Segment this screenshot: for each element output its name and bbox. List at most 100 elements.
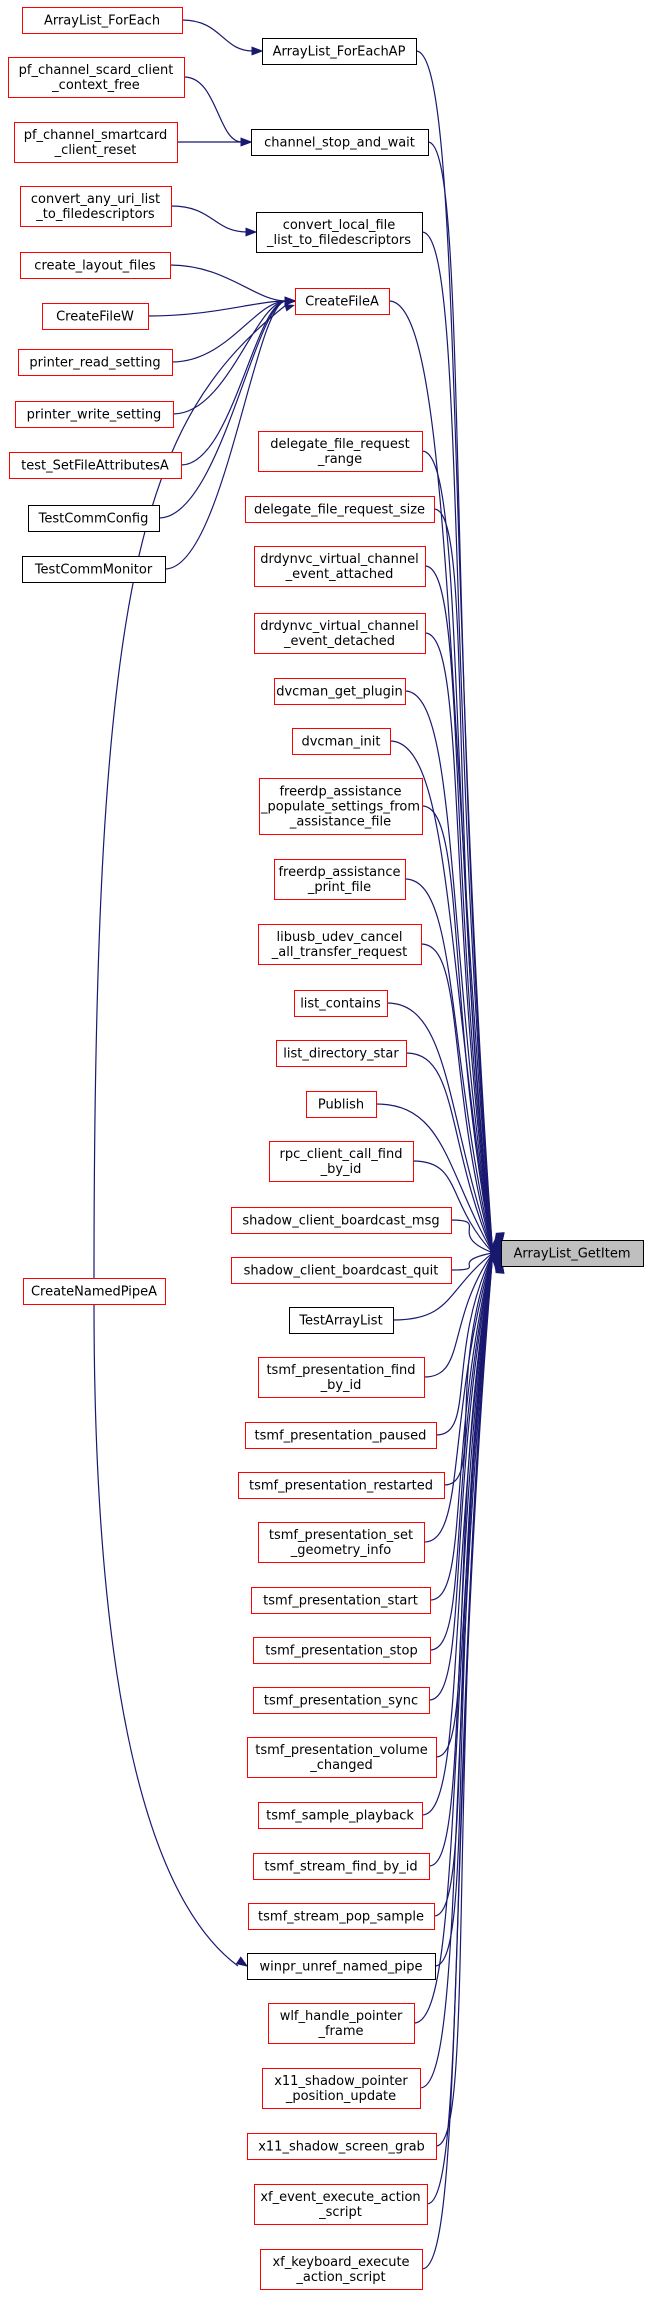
node-shadow-client-boardcast-msg[interactable]: shadow_client_boardcast_msg bbox=[231, 1207, 452, 1234]
node-box bbox=[8, 57, 185, 98]
node-tsmf-presentation-paused[interactable]: tsmf_presentation_paused bbox=[245, 1422, 437, 1449]
node-label: libusb_udev_cancel bbox=[276, 930, 402, 945]
node-printer-write-setting[interactable]: printer_write_setting bbox=[15, 401, 174, 428]
node-box bbox=[248, 1903, 435, 1930]
node-tsmf-presentation-set-geometry-info[interactable]: tsmf_presentation_set_geometry_info bbox=[258, 1522, 425, 1563]
node-label: tsmf_presentation_find bbox=[266, 1363, 415, 1378]
node-delegate-file-request-range[interactable]: delegate_file_request_range bbox=[258, 431, 423, 472]
node-test-setfileattributesa[interactable]: test_SetFileAttributesA bbox=[9, 452, 182, 479]
node-tsmf-presentation-start[interactable]: tsmf_presentation_start bbox=[251, 1587, 431, 1614]
node-xf-keyboard-execute-action-script[interactable]: xf_keyboard_execute_action_script bbox=[260, 2249, 423, 2290]
node-xf-event-execute-action-script[interactable]: xf_event_execute_action_script bbox=[254, 2184, 428, 2225]
node-arraylist-foreachap[interactable]: ArrayList_ForEachAP bbox=[262, 38, 417, 65]
node-label: ArrayList_GetItem bbox=[514, 1247, 631, 1262]
node-label: CreateNamedPipeA bbox=[31, 1285, 157, 1300]
node-list-contains[interactable]: list_contains bbox=[294, 990, 388, 1017]
node-createfilew[interactable]: CreateFileW bbox=[42, 303, 149, 330]
node-arraylist-getitem[interactable]: ArrayList_GetItem bbox=[501, 1240, 644, 1267]
node-label: Publish bbox=[318, 1098, 364, 1113]
node-label: tsmf_presentation_sync bbox=[264, 1694, 418, 1709]
node-label: _range bbox=[317, 452, 362, 467]
node-pf-channel-scard-client-context-free[interactable]: pf_channel_scard_client_context_free bbox=[8, 57, 185, 98]
node-printer-read-setting[interactable]: printer_read_setting bbox=[18, 349, 173, 376]
node-tsmf-presentation-stop[interactable]: tsmf_presentation_stop bbox=[253, 1637, 431, 1664]
node-tsmf-presentation-find-by-id[interactable]: tsmf_presentation_find_by_id bbox=[258, 1357, 425, 1398]
node-x11-shadow-pointer-position-update[interactable]: x11_shadow_pointer_position_update bbox=[262, 2068, 421, 2109]
node-box bbox=[262, 2068, 421, 2109]
node-box bbox=[274, 678, 406, 705]
node-box bbox=[231, 1207, 452, 1234]
node-label: _changed bbox=[309, 1758, 373, 1773]
node-createfilea[interactable]: CreateFileA bbox=[295, 288, 390, 315]
node-testcommconfig[interactable]: TestCommConfig bbox=[28, 505, 160, 532]
node-dvcman-init[interactable]: dvcman_init bbox=[292, 728, 391, 755]
node-drdynvc-virtual-channel-event-attached[interactable]: drdynvc_virtual_channel_event_attached bbox=[254, 546, 426, 587]
node-rpc-client-call-find-by-id[interactable]: rpc_client_call_find_by_id bbox=[269, 1141, 414, 1182]
node-tsmf-presentation-volume-changed[interactable]: tsmf_presentation_volume_changed bbox=[247, 1737, 437, 1778]
edge-testcommmonitor-to-createfilea bbox=[164, 296, 297, 570]
node-label: freerdp_assistance bbox=[278, 865, 400, 880]
node-delegate-file-request-size[interactable]: delegate_file_request_size bbox=[245, 496, 435, 523]
node-label: TestCommConfig bbox=[38, 512, 149, 527]
node-publish[interactable]: Publish bbox=[306, 1091, 377, 1118]
node-label: channel_stop_and_wait bbox=[264, 136, 415, 151]
node-convert-any-uri-list-to-filedescriptors[interactable]: convert_any_uri_list_to_filedescriptors bbox=[20, 186, 172, 227]
node-label: tsmf_presentation_set bbox=[269, 1528, 413, 1543]
node-box bbox=[253, 1687, 430, 1714]
node-label: convert_any_uri_list bbox=[31, 192, 160, 207]
node-freerdp-assistance-print-file[interactable]: freerdp_assistance_print_file bbox=[274, 859, 406, 900]
node-x11-shadow-screen-grab[interactable]: x11_shadow_screen_grab bbox=[247, 2133, 437, 2160]
node-label: _client_reset bbox=[54, 143, 137, 158]
node-channel-stop-and-wait[interactable]: channel_stop_and_wait bbox=[251, 129, 429, 156]
node-shadow-client-boardcast-quit[interactable]: shadow_client_boardcast_quit bbox=[231, 1257, 452, 1284]
node-box bbox=[253, 1853, 430, 1880]
node-label: drdynvc_virtual_channel bbox=[260, 619, 418, 634]
node-box bbox=[20, 186, 172, 227]
node-label: test_SetFileAttributesA bbox=[21, 459, 169, 474]
edge-delegate_file_request_range-to-arraylist_getitem bbox=[421, 450, 505, 1247]
node-tsmf-presentation-restarted[interactable]: tsmf_presentation_restarted bbox=[238, 1472, 445, 1499]
node-wlf-handle-pointer-frame[interactable]: wlf_handle_pointer_frame bbox=[268, 2003, 415, 2044]
node-box bbox=[306, 1091, 377, 1118]
node-label: TestCommMonitor bbox=[34, 563, 153, 578]
edge-pf_channel_scard_client_context_free-to-channel_stop_and_wait bbox=[183, 76, 253, 147]
node-label: wlf_handle_pointer bbox=[280, 2009, 403, 2024]
edge-arraylist_foreach-to-arraylist_foreachap bbox=[181, 19, 264, 56]
node-arraylist-foreach[interactable]: ArrayList_ForEach bbox=[22, 7, 183, 34]
node-box bbox=[245, 496, 435, 523]
node-box bbox=[254, 613, 426, 654]
node-freerdp-assistance-populate-settings-from-assistance-file[interactable]: freerdp_assistance_populate_settings_fro… bbox=[259, 778, 423, 835]
node-tsmf-stream-find-by-id[interactable]: tsmf_stream_find_by_id bbox=[253, 1853, 430, 1880]
node-tsmf-presentation-sync[interactable]: tsmf_presentation_sync bbox=[253, 1687, 430, 1714]
node-tsmf-sample-playback[interactable]: tsmf_sample_playback bbox=[258, 1802, 423, 1829]
node-label: rpc_client_call_find bbox=[280, 1147, 403, 1162]
node-label: shadow_client_boardcast_msg bbox=[242, 1214, 439, 1229]
node-convert-local-file-list-to-filedescriptors[interactable]: convert_local_file_list_to_filedescripto… bbox=[256, 212, 423, 253]
node-pf-channel-smartcard-client-reset[interactable]: pf_channel_smartcard_client_reset bbox=[14, 122, 178, 163]
node-winpr-unref-named-pipe[interactable]: winpr_unref_named_pipe bbox=[247, 1953, 436, 1980]
node-label: dvcman_init bbox=[301, 735, 380, 750]
node-box bbox=[268, 2003, 415, 2044]
node-box bbox=[258, 1357, 425, 1398]
node-create-layout-files[interactable]: create_layout_files bbox=[20, 252, 171, 279]
node-label: ArrayList_ForEachAP bbox=[273, 45, 406, 60]
node-label: _to_filedescriptors bbox=[35, 207, 155, 222]
node-label: create_layout_files bbox=[34, 259, 156, 274]
node-list-directory-star[interactable]: list_directory_star bbox=[276, 1040, 407, 1067]
edge-tsmf_stream_find_by_id-to-arraylist_getitem bbox=[428, 1257, 504, 1867]
edge-pf_channel_smartcard_client_reset-to-channel_stop_and_wait bbox=[177, 137, 253, 147]
node-label: shadow_client_boardcast_quit bbox=[244, 1264, 439, 1279]
node-testcommmonitor[interactable]: TestCommMonitor bbox=[22, 556, 166, 583]
edge-testcommconfig-to-createfilea bbox=[158, 296, 297, 519]
node-label: _action_script bbox=[295, 2270, 385, 2285]
node-dvcman-get-plugin[interactable]: dvcman_get_plugin bbox=[274, 678, 406, 705]
node-libusb-udev-cancel-all-transfer-request[interactable]: libusb_udev_cancel_all_transfer_request bbox=[258, 924, 422, 965]
node-box bbox=[23, 1278, 166, 1305]
node-drdynvc-virtual-channel-event-detached[interactable]: drdynvc_virtual_channel_event_detached bbox=[254, 613, 426, 654]
node-createnamedpipea[interactable]: CreateNamedPipeA bbox=[23, 1278, 166, 1305]
node-testarraylist[interactable]: TestArrayList bbox=[289, 1307, 394, 1334]
node-tsmf-stream-pop-sample[interactable]: tsmf_stream_pop_sample bbox=[248, 1903, 435, 1930]
node-box bbox=[295, 288, 390, 315]
node-label: printer_read_setting bbox=[29, 356, 160, 371]
